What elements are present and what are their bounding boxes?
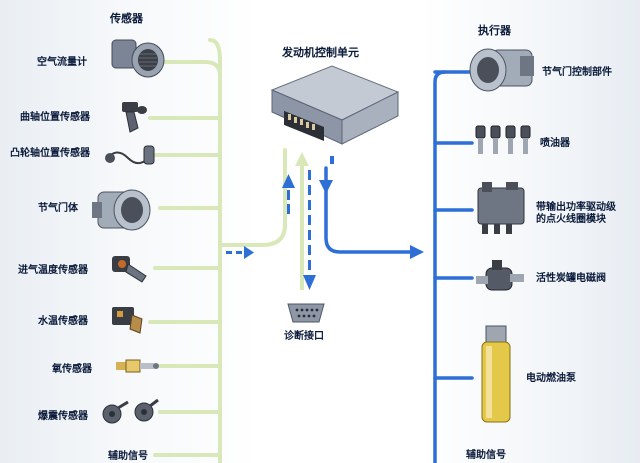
sensor-label-coolant: 水温传感器 — [38, 316, 88, 327]
sensors-header: 传感器 — [110, 12, 143, 25]
arrow-up-input — [282, 174, 295, 188]
output-arrows — [319, 156, 424, 259]
ecu-unit — [270, 65, 400, 145]
input-arrows — [226, 174, 295, 259]
actuator-label-canister: 活性炭罐电磁阀 — [536, 273, 606, 284]
input-trunk — [208, 38, 222, 463]
actuator-label-throttle-ctrl: 节气门控制部件 — [542, 67, 612, 78]
sensor-label-aux: 辅助信号 — [108, 451, 148, 462]
sensor-input-lines — [148, 38, 287, 463]
diagnostic-link — [295, 152, 316, 290]
sensor-label-crank: 曲轴位置传感器 — [20, 112, 90, 123]
sensor-label-cam: 凸轮轴位置传感器 — [10, 148, 90, 159]
knock-sensor-icon — [102, 398, 159, 424]
arrow-up-diag-pale — [295, 152, 309, 166]
diagnostic-connector-icon — [287, 303, 325, 323]
sensor-label-airflow: 空气流量计 — [37, 57, 87, 68]
arrow-right-input — [244, 246, 254, 259]
sensor-label-intake-temp: 进气温度传感器 — [18, 265, 88, 276]
actuator-label-pump: 电动燃油泵 — [526, 373, 576, 384]
oxygen-sensor-icon — [116, 359, 159, 373]
input-to-ecu — [218, 148, 287, 247]
throttle-body-icon — [92, 189, 151, 231]
crankshaft-sensor-icon — [122, 102, 147, 133]
air-flow-meter-icon — [111, 39, 165, 78]
camshaft-sensor-icon — [105, 145, 155, 165]
arrow-down-diag — [303, 275, 316, 290]
canister-solenoid-icon — [476, 260, 524, 291]
fuel-injectors-icon — [475, 125, 531, 154]
actuators-header: 执行器 — [478, 24, 511, 37]
throttle-control-unit-icon — [469, 48, 534, 92]
sensor-label-o2: 氧传感器 — [52, 364, 92, 375]
arrow-down-ecu — [319, 180, 333, 194]
sensor-label-knock: 爆震传感器 — [38, 411, 88, 422]
electric-fuel-pump-icon — [481, 325, 511, 423]
ecu-header: 发动机控制单元 — [282, 46, 359, 59]
ignition-coil-module-icon — [477, 182, 525, 234]
ecu-down — [324, 166, 422, 254]
actuator-output-lines — [324, 70, 474, 463]
actuator-label-coil-line2: 的点火线圈模块 — [536, 214, 606, 225]
diagnostic-label: 诊断接口 — [284, 331, 324, 342]
arrow-right-output — [410, 245, 424, 259]
coolant-temp-sensor-icon — [112, 307, 143, 334]
intake-temp-sensor-icon — [112, 256, 147, 283]
output-trunk — [433, 70, 447, 463]
actuator-label-injector: 喷油器 — [540, 138, 570, 149]
actuator-label-coil-line1: 带输出功率驱动级 — [536, 202, 616, 213]
sensor-label-throttle: 节气门体 — [38, 203, 78, 214]
actuator-label-aux: 辅助信号 — [466, 450, 506, 461]
input-line-airflow — [163, 60, 222, 77]
